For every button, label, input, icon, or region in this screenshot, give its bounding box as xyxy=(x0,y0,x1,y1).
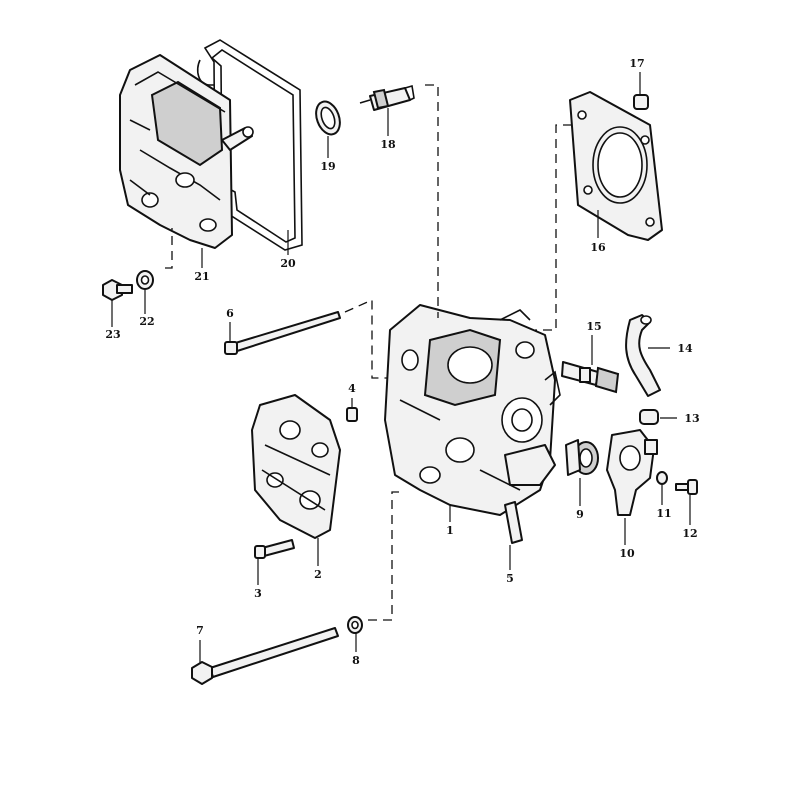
callout-9: 9 xyxy=(576,508,584,521)
part-13-pipe xyxy=(639,409,659,425)
part-10-thermostat-housing xyxy=(606,429,658,516)
part-12-bolt xyxy=(675,479,698,495)
part-19-seal-ring xyxy=(315,100,341,136)
part-18-sensor xyxy=(359,84,415,111)
part-11-washer xyxy=(656,471,668,485)
callout-17: 17 xyxy=(629,57,644,70)
callout-21: 21 xyxy=(194,270,209,283)
callout-23: 23 xyxy=(105,328,120,341)
callout-12: 12 xyxy=(682,527,697,540)
part-17-dowel xyxy=(633,94,649,110)
callout-13: 13 xyxy=(684,412,699,425)
callout-10: 10 xyxy=(619,547,635,560)
part-15-temp-sensor xyxy=(561,361,620,394)
callout-18: 18 xyxy=(380,138,396,151)
part-6-stud xyxy=(224,311,341,355)
leader-lines xyxy=(111,72,691,663)
callout-16: 16 xyxy=(590,241,606,254)
part-21-head-cover xyxy=(119,54,254,249)
callout-7: 7 xyxy=(196,624,204,637)
callout-1: 1 xyxy=(446,524,454,537)
callout-22: 22 xyxy=(139,315,154,328)
part-1-cylinder-head xyxy=(384,304,561,516)
callout-3: 3 xyxy=(254,587,262,600)
callout-15: 15 xyxy=(586,320,601,333)
callout-11: 11 xyxy=(656,507,671,520)
callout-labels: 1 2 3 4 5 6 7 8 9 10 11 12 13 14 15 16 1… xyxy=(105,57,699,667)
part-4-dowel-pin xyxy=(346,407,358,422)
part-5-pin xyxy=(504,501,523,544)
callout-14: 14 xyxy=(677,342,693,355)
callout-19: 19 xyxy=(320,160,335,173)
part-14-hose xyxy=(625,314,661,397)
part-23-bolt xyxy=(102,279,133,301)
callout-4: 4 xyxy=(348,382,356,395)
callout-8: 8 xyxy=(352,654,360,667)
callout-6: 6 xyxy=(226,307,234,320)
callout-2: 2 xyxy=(314,568,322,581)
part-2-camshaft-holder xyxy=(251,394,341,539)
part-16-head-gasket xyxy=(569,91,663,241)
part-9-thermostat xyxy=(565,439,599,476)
callout-5: 5 xyxy=(506,572,514,585)
part-7-long-bolt xyxy=(191,627,339,685)
part-22-washer xyxy=(136,270,154,290)
part-3-short-bolt xyxy=(254,539,295,559)
callout-20: 20 xyxy=(280,257,296,270)
part-8-washer xyxy=(347,616,363,634)
assembly-lines xyxy=(165,84,572,621)
